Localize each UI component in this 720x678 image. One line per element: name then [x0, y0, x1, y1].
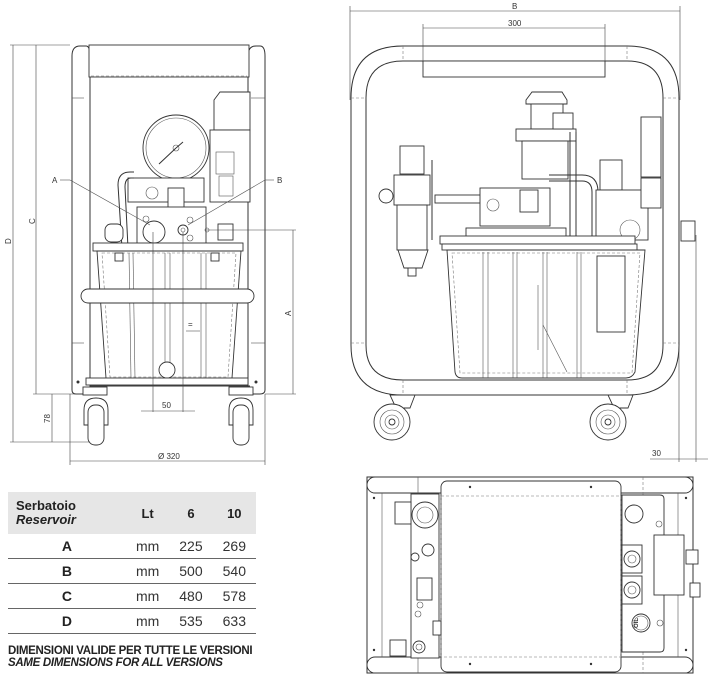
air-gauge: [378, 188, 394, 204]
side-view: B 300 30: [349, 2, 708, 462]
tank-lid: [92, 242, 244, 252]
note-english: SAME DIMENSIONS FOR ALL VERSIONS: [8, 657, 223, 669]
header-reservoir-it: Serbatoio: [16, 498, 76, 513]
frame-inner: [365, 60, 664, 381]
oil-cap: [631, 613, 651, 633]
callout-A: A: [52, 176, 58, 185]
row-unit: mm: [125, 608, 170, 634]
drain-plug: [158, 361, 176, 379]
dimensions-table: Serbatoio Reservoir Lt 6 10 A mm 225 269…: [8, 492, 256, 634]
dim-300-label: 300: [508, 19, 522, 28]
motor-cap: [525, 91, 568, 105]
handle-bar: [88, 44, 250, 78]
caster-left: [82, 386, 109, 446]
row-value-10: 633: [212, 608, 256, 634]
port-A: [142, 220, 166, 244]
dim-30-label: 30: [652, 449, 661, 458]
motor-body: [209, 129, 251, 203]
level-indicator: [596, 255, 626, 333]
motor-top: [213, 91, 251, 131]
tank-cover: [440, 480, 622, 673]
regulator-knob: [399, 145, 425, 175]
front-view: A B D C 78 A 50 = Ø 320: [4, 44, 296, 465]
row-value-10: 269: [212, 534, 256, 559]
handle-grip: [422, 60, 606, 78]
port-B-top: [623, 581, 641, 599]
valve-block: [127, 177, 205, 203]
dim-C-label: C: [28, 218, 37, 224]
side-box: [640, 116, 662, 178]
caster-left: [373, 394, 416, 441]
oil-tank: [446, 249, 646, 379]
row-unit: mm: [125, 558, 170, 584]
equal-mark: =: [188, 320, 193, 329]
row-key: B: [8, 558, 126, 584]
header-10: 10: [212, 492, 256, 534]
dim-50-label: 50: [162, 401, 171, 410]
row-unit: mm: [125, 534, 170, 559]
solenoid-valve: [599, 159, 623, 191]
row-value-6: 500: [169, 558, 213, 584]
coupler-top: [685, 549, 699, 565]
oil-cap-label: OIL: [634, 618, 640, 628]
top-view: OIL: [366, 476, 701, 674]
right-valve-block: [621, 494, 665, 653]
caster-right: [589, 394, 634, 441]
row-value-6: 480: [169, 583, 213, 609]
header-reservoir: Serbatoio Reservoir: [8, 492, 126, 534]
header-6: 6: [169, 492, 213, 534]
table-row: D mm 535 633: [8, 608, 256, 634]
row-value-10: 540: [212, 558, 256, 584]
dimensions-note: DIMENSIONI VALIDE PER TUTTE LE VERSIONI …: [8, 645, 253, 669]
row-value-6: 225: [169, 534, 213, 559]
motor-top-view: [411, 501, 439, 529]
row-key: C: [8, 583, 126, 609]
table-header-row: Serbatoio Reservoir Lt 6 10: [8, 492, 256, 534]
dim-320-label: Ø 320: [158, 452, 180, 461]
filter-bowl: [397, 249, 429, 269]
dim-A-label: A: [284, 310, 293, 316]
motor-body: [521, 140, 569, 180]
frame-crossbar: [80, 288, 255, 304]
side-box-top: [653, 534, 685, 596]
coupler: [680, 220, 696, 242]
table-row: A mm 225 269: [8, 534, 256, 559]
row-value-10: 578: [212, 583, 256, 609]
table-row: C mm 480 578: [8, 583, 256, 609]
row-unit: mm: [125, 583, 170, 609]
row-key: A: [8, 534, 126, 559]
dim-B-label: B: [512, 2, 517, 11]
row-key: D: [8, 608, 126, 634]
dim-78-label: 78: [43, 414, 52, 423]
table-row: B mm 500 540: [8, 558, 256, 584]
row-value-6: 535: [169, 608, 213, 634]
pump-block: [479, 187, 551, 227]
header-reservoir-en: Reservoir: [16, 512, 76, 527]
callout-B: B: [277, 176, 282, 185]
caster-right: [228, 386, 254, 446]
tank-lid: [441, 243, 638, 251]
port-A-top: [623, 550, 641, 568]
note-italian: DIMENSIONI VALIDE PER TUTTE LE VERSIONI: [8, 645, 253, 657]
header-lt: Lt: [125, 492, 170, 534]
dim-D-label: D: [4, 238, 13, 244]
